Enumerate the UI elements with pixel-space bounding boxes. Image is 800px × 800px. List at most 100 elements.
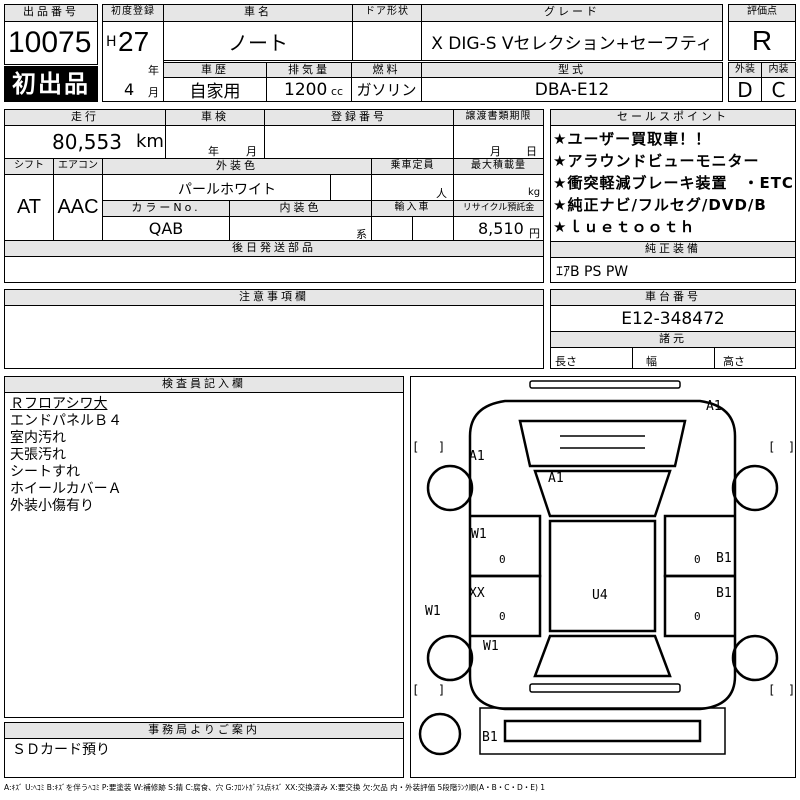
sales-point-line: ★純正ナビ/フルセグ/DVD/B: [553, 196, 767, 214]
sales-point-line: ★ユーザー買取車！！: [553, 130, 712, 148]
transfer-label: 譲渡書類期限: [453, 109, 544, 126]
registration-year: 27: [118, 26, 150, 57]
color-label: 外装色: [102, 158, 372, 175]
history-value: 自家用: [163, 77, 267, 102]
svg-text:]: ]: [788, 440, 795, 454]
equipment-box: [550, 257, 796, 283]
specs-label: 諸元: [550, 331, 796, 348]
registration-month: 4: [124, 80, 135, 99]
car-name: ノート: [163, 21, 353, 61]
mileage-value: 80,553: [52, 130, 122, 154]
mark-zero: 0: [499, 610, 506, 623]
registration-label: 初度登録: [102, 4, 164, 22]
office-box: [4, 738, 404, 778]
first-listing-badge: 初出品: [4, 66, 98, 102]
inspector-note: 室内汚れ: [10, 430, 66, 446]
sales-points-list: ★ユーザー買取車！！ ★アラウンドビューモニター ★衝突軽減ブレーキ装置 ・ET…: [553, 128, 795, 238]
notes-value: [4, 305, 544, 369]
mileage-unit: km: [136, 131, 164, 152]
svg-text:[: [: [412, 683, 419, 697]
rating-value: R: [728, 21, 796, 61]
inspector-note: ホイールカバーＡ: [10, 481, 122, 497]
door-value: [352, 21, 422, 61]
inspection-year-unit: 年: [208, 145, 219, 158]
sales-point-line: ★アラウンドビューモニター: [553, 152, 760, 170]
sales-points-label: セールスポイント: [550, 109, 796, 126]
recycle-unit: 円: [529, 227, 540, 240]
lot-number-box: [4, 21, 98, 65]
inspector-note: 外装小傷有り: [10, 498, 94, 514]
mark-zero: 0: [694, 610, 701, 623]
specs-width-label: 幅: [646, 355, 657, 368]
inspector-box: [4, 392, 404, 718]
svg-text:]: ]: [438, 683, 445, 697]
mark-front-left-fender: A1: [469, 449, 485, 464]
inspector-note: シートすれ: [10, 464, 80, 480]
legend: A:ｷｽﾞ U:ﾍｺﾐ B:ｷｽﾞを伴うﾍｺﾐ P:要塗装 W:補修跡 S:錆 …: [4, 783, 546, 792]
inspection-month-unit: 月: [246, 145, 257, 158]
equipment-label: 純正装備: [550, 241, 796, 258]
grade-label: グレード: [421, 4, 723, 22]
import-label: 輸入車: [371, 200, 454, 217]
mark-left-quarter: W1: [483, 639, 499, 654]
inspector-note: エンドパネルＢ４: [10, 413, 122, 429]
model-value: DBA-E12: [421, 77, 723, 102]
mark-right-front-door: B1: [716, 551, 732, 566]
mark-front: A1: [706, 399, 722, 414]
svg-text:]: ]: [438, 440, 445, 454]
mark-zero: 0: [499, 553, 506, 566]
inspection-label: 車検: [165, 109, 265, 126]
chassis-label: 車台番号: [550, 289, 796, 306]
car-diagram-frame: [410, 376, 796, 778]
transfer-day-unit: 日: [526, 145, 537, 158]
svg-text:[: [: [768, 683, 775, 697]
plate-value: [264, 125, 454, 159]
interior-grade-label: 内装: [761, 62, 796, 78]
later-parts-value: [4, 256, 544, 283]
fuel-value: ガソリン: [351, 77, 422, 102]
import-box-b: [412, 216, 454, 241]
registration-era: H: [106, 34, 117, 50]
interior-grade: C: [761, 77, 796, 102]
registration-month-unit: 月: [148, 86, 159, 99]
registration-year-unit: 年: [148, 64, 159, 77]
svg-text:[: [: [412, 440, 419, 454]
interior-color-unit: 系: [356, 228, 367, 241]
import-box-a: [371, 216, 413, 241]
grade-value: X DIG-S Vセレクション+セーフティ: [421, 21, 723, 61]
office-value: ＳＤカード預り: [12, 742, 110, 758]
registration-box: [102, 21, 164, 102]
fuel-label: 燃料: [351, 62, 422, 78]
mark-left-sill: W1: [425, 604, 441, 619]
displacement-label: 排気量: [266, 62, 352, 78]
svg-text:[: [: [768, 440, 775, 454]
aircon-label: エアコン: [53, 158, 103, 175]
capacity-unit: 人: [436, 187, 447, 200]
specs-height-label: 高さ: [723, 355, 745, 368]
interior-color-label: 内装色: [229, 200, 372, 217]
lot-number: 10075: [8, 26, 92, 59]
mark-hood: A1: [548, 471, 564, 486]
inspector-note: 天張汚れ: [10, 447, 66, 463]
mark-rear: B1: [482, 730, 498, 745]
color-no-label: カラーNo.: [102, 200, 230, 217]
capacity-label: 乗車定員: [371, 158, 454, 175]
interior-color-box: [229, 216, 372, 241]
specs-height-box: [714, 347, 796, 369]
specs-width-box: [632, 347, 715, 369]
aircon-value: AAC: [53, 174, 103, 241]
model-label: 型式: [421, 62, 723, 78]
car-diagram: [] [] [] []: [412, 380, 795, 756]
exterior-grade: D: [728, 77, 762, 102]
mark-left-rear-door: XX: [469, 586, 485, 601]
transfer-month-unit: 月: [490, 145, 501, 158]
displacement-unit: cc: [331, 85, 344, 98]
sales-point-line: ★ｌｕｅｔｏｏｔｈ: [553, 218, 696, 236]
rating-label: 評価点: [728, 4, 796, 22]
mark-zero: 0: [694, 553, 701, 566]
mark-roof: U4: [592, 588, 608, 603]
svg-text:]: ]: [788, 683, 795, 697]
office-label: 事務局よりご案内: [4, 722, 404, 739]
chassis-value: E12-348472: [550, 305, 796, 332]
color-extra-box: [330, 174, 372, 201]
